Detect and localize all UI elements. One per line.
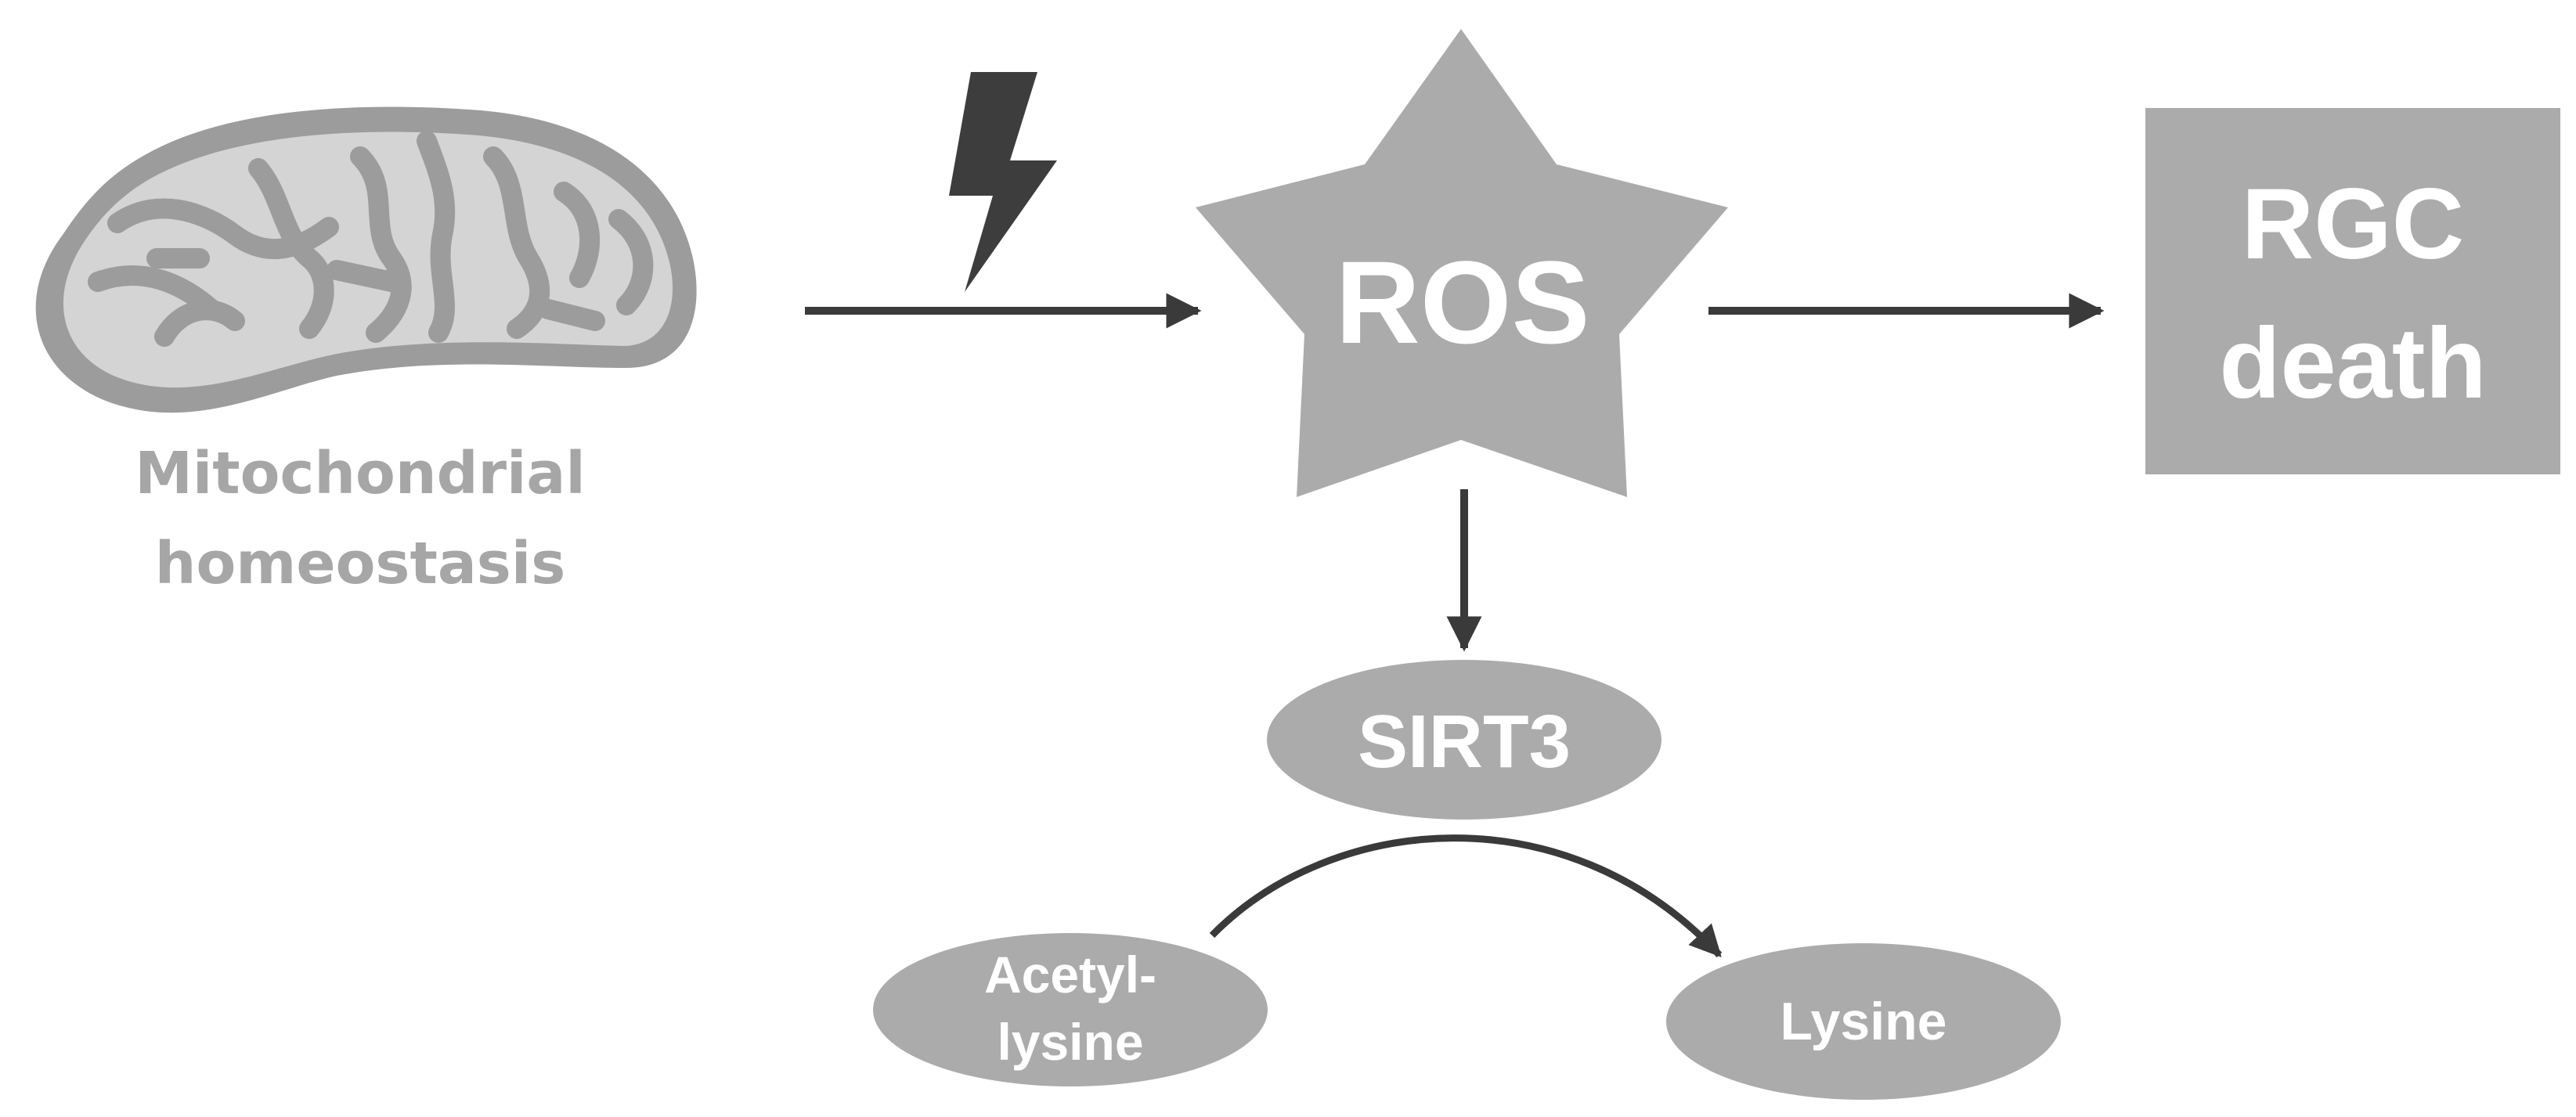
rgc-label-line1: RGC (2242, 168, 2464, 280)
ros-label: ROS (1335, 236, 1589, 368)
acetyl-lysine-label-line2: lysine (997, 1013, 1143, 1071)
acetyl-lysine-node: Acetyl- lysine (873, 933, 1268, 1086)
lysine-node: Lysine (1666, 943, 2061, 1100)
rgc-death-node: RGC death (2145, 108, 2560, 474)
ros-node: ROS (1196, 29, 1728, 497)
mitochondrion-icon (35, 106, 697, 413)
mitochondrial-label-line2: homeostasis (155, 530, 565, 597)
sirt3-node: SIRT3 (1267, 660, 1661, 820)
rgc-label-line2: death (2219, 308, 2486, 420)
lysine-label: Lysine (1780, 992, 1947, 1051)
lightning-bolt-icon (949, 72, 1057, 292)
mitochondrial-label-line1: Mitochondrial (135, 440, 585, 507)
arrow-deacetylation (1209, 834, 1723, 958)
acetyl-lysine-label-line1: Acetyl- (984, 946, 1156, 1003)
sirt3-label: SIRT3 (1358, 700, 1571, 784)
